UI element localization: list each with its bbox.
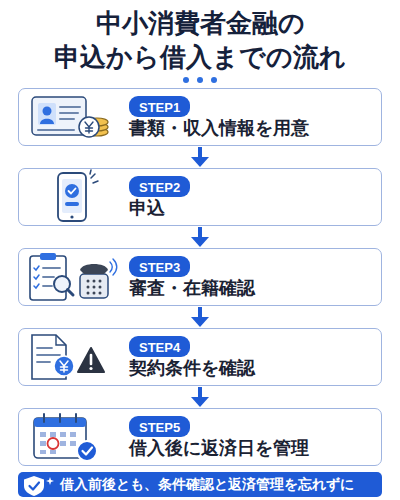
process-box: 書類・収入情報を用意 STEP1	[18, 88, 382, 146]
smartphone-icon	[58, 170, 98, 221]
step-label: 書類・収入情報を用意	[129, 117, 309, 139]
step-badge: STEP1	[129, 96, 190, 117]
flow-arrow	[191, 227, 209, 247]
step-label: 契約条件を確認	[129, 357, 255, 379]
arrow-shaft	[198, 307, 202, 318]
title-dots	[183, 77, 217, 83]
review-icon	[30, 253, 117, 300]
arrow-head	[191, 157, 209, 167]
flow-arrow	[191, 387, 209, 407]
step-number: STEP2	[139, 180, 180, 195]
diagram-title: 中小消費者金融の 申込から借入までの流れ	[10, 6, 390, 74]
shield-icon	[24, 476, 54, 496]
arrow-shaft	[198, 387, 202, 398]
arrow-head	[191, 237, 209, 247]
step-number: STEP4	[139, 340, 180, 355]
step-badge: STEP5	[129, 416, 190, 437]
step-number: STEP3	[139, 260, 180, 275]
step-label: 申込	[129, 197, 165, 219]
process-box: 借入後に返済日を管理 STEP5	[18, 408, 382, 466]
step-label: 借入後に返済日を管理	[129, 437, 309, 459]
note-banner: 借入前後とも、条件確認と返済管理を忘れずに	[18, 472, 382, 497]
banner-ground	[18, 472, 382, 497]
id-card-icon	[32, 97, 108, 137]
process-box: 契約条件を確認 STEP4	[18, 328, 382, 386]
arrow-head	[191, 317, 209, 327]
calendar-icon	[34, 414, 97, 461]
step-badge: STEP3	[129, 256, 190, 277]
flow-arrow	[191, 147, 209, 167]
step-number: STEP1	[139, 100, 180, 115]
step-number: STEP5	[139, 420, 180, 435]
process-box: 申込 STEP2	[18, 168, 382, 226]
note-text: 借入前後とも、条件確認と返済管理を忘れずに	[60, 475, 354, 493]
flow-arrow	[191, 307, 209, 327]
arrow-shaft	[198, 227, 202, 238]
contract-icon	[32, 335, 104, 379]
step-badge: STEP2	[129, 176, 190, 197]
arrow-head	[191, 397, 209, 407]
step-badge: STEP4	[129, 336, 190, 357]
process-box: 審査・在籍確認 STEP3	[18, 248, 382, 306]
arrow-shaft	[198, 147, 202, 158]
step-label: 審査・在籍確認	[129, 277, 255, 299]
